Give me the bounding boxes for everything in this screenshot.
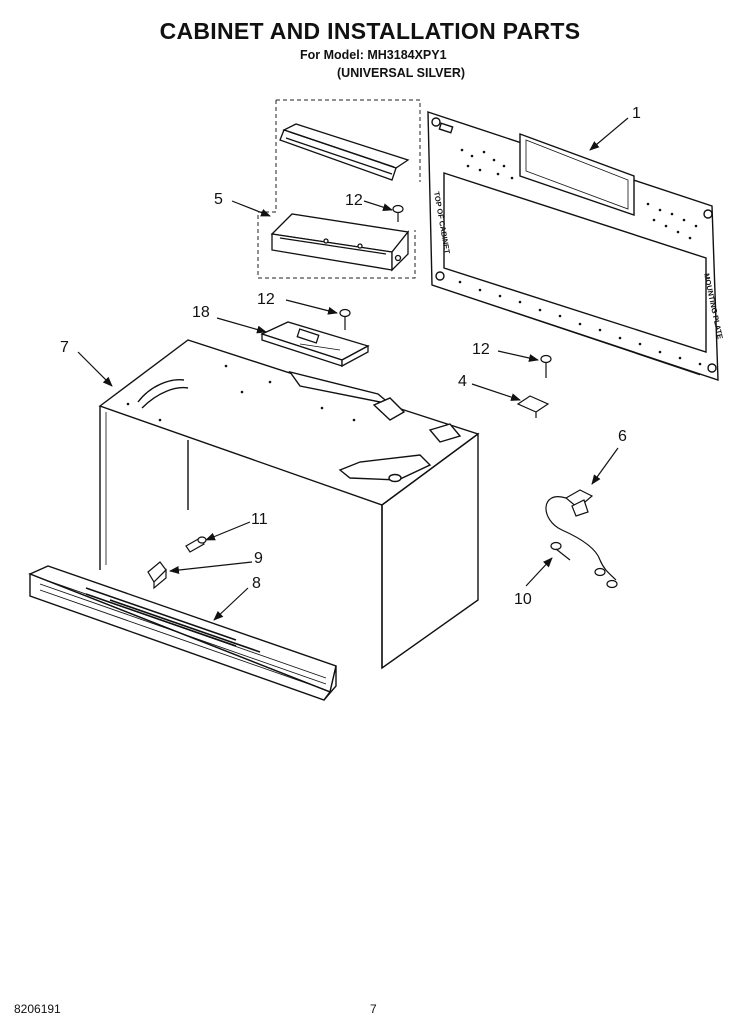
part-11-screw [185,536,207,553]
callout-5: 5 [214,191,223,208]
part-4-clip [516,395,550,418]
document-number: 8206191 [14,1002,61,1016]
part-5-dashed-group [257,99,421,279]
page-title: CABINET AND INSTALLATION PARTS [159,18,581,44]
callout-12-middle: 12 [257,291,275,308]
screw-12-upper [392,204,404,222]
model-variant: (UNIVERSAL SILVER) [337,66,466,80]
callout-8: 8 [252,575,261,592]
screw-12-middle [339,308,351,330]
callout-18: 18 [192,304,210,321]
part-5-upper-rail [279,123,410,181]
callout-7: 7 [60,339,69,356]
callout-12-upper: 12 [345,192,363,209]
model-number: For Model: MH3184XPY1 [300,48,447,62]
part-5-vent-bracket [270,213,410,272]
callout-4: 4 [458,373,467,390]
part-9-clip [147,561,167,590]
part-7-cabinet [98,339,480,670]
part-1-mounting-plate [427,111,719,381]
callout-9: 9 [254,550,263,567]
callout-arrows [77,117,629,621]
callout-12-right: 12 [472,341,490,358]
page-number: 7 [370,1002,377,1016]
part-18-plate [260,321,370,368]
screw-12-right [540,354,552,378]
cabinet-holes [126,364,356,422]
part-6-thermal-sensor [545,489,618,589]
callout-10: 10 [514,591,532,608]
callout-1: 1 [632,105,641,122]
part-8-vent-grille [28,565,337,701]
part-10-screw [550,541,571,561]
callout-11: 11 [251,511,268,528]
mounting-plate-holes [458,148,702,366]
callout-6: 6 [618,428,627,445]
